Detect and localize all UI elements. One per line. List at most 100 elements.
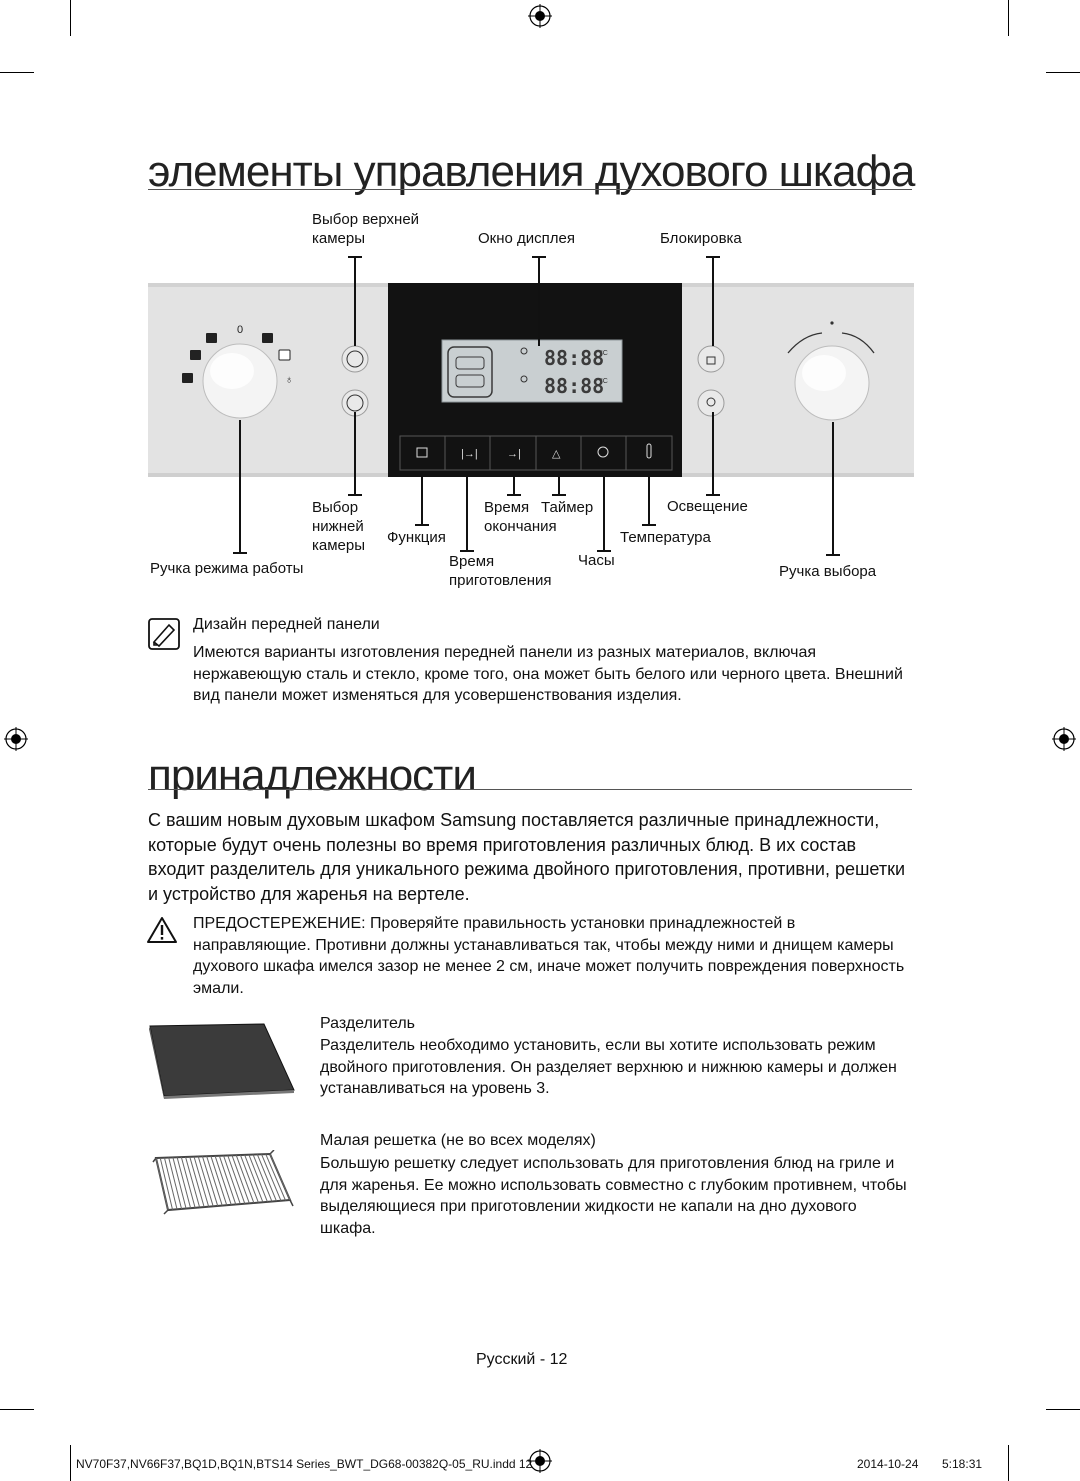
callout-light: [712, 412, 714, 496]
label-upper-chamber: Выбор верхней камеры: [312, 210, 419, 248]
registration-mark: [528, 4, 552, 28]
temp-unit-top: °C: [600, 349, 608, 357]
callout-temperature: [648, 476, 650, 526]
callout-function: [421, 476, 423, 526]
item-rack-text: Большую решетку следует использовать для…: [320, 1155, 907, 1237]
rack-bar: [163, 1157, 178, 1210]
rack-bar: [206, 1156, 223, 1206]
warning-block: ПРЕДОСТЕРЕЖЕНИЕ: Проверяйте правильность…: [193, 913, 913, 999]
rack-bar: [185, 1156, 201, 1208]
item-rack-heading: Малая решетка (не во всех моделях): [320, 1131, 596, 1150]
callout-select-knob: [832, 422, 834, 556]
svg-text:→|: →|: [507, 448, 521, 460]
label-lock: Блокировка: [660, 230, 742, 247]
callout-cooking-time: [466, 476, 468, 552]
rack-bar: [252, 1154, 273, 1202]
rack-bar: [155, 1157, 169, 1211]
callout-tick: [532, 256, 546, 258]
rack-bar: [172, 1157, 187, 1209]
callout-timer: [558, 476, 560, 496]
note-pen-icon: [148, 618, 180, 650]
label-cooking-time: Время приготовления: [449, 552, 552, 590]
callout-upper-chamber: [354, 256, 356, 346]
callout-lock: [712, 256, 714, 346]
footer-time: 5:18:31: [942, 1457, 983, 1471]
label-temperature: Температура: [620, 529, 711, 546]
crop-mark: [1046, 1409, 1080, 1410]
svg-text:|→|: |→|: [461, 448, 478, 460]
display-digits-top: 88:88: [544, 346, 604, 370]
label-lower-chamber: Выбор нижней камеры: [312, 498, 365, 555]
rack-bar: [239, 1154, 259, 1203]
item-rack-name: Малая решетка: [320, 1132, 437, 1149]
page-number: Русский - 12: [476, 1351, 568, 1368]
rack-bar: [193, 1156, 210, 1207]
callout-tick: [826, 554, 840, 556]
label-line: приготовления: [449, 572, 552, 589]
rack-bar: [197, 1156, 214, 1207]
label-line: камеры: [312, 537, 366, 554]
label-line: окончания: [484, 518, 557, 535]
section-title-accessories: принадлежности: [148, 751, 477, 800]
label-line: камеры: [312, 230, 366, 247]
callout-tick: [642, 524, 656, 526]
note-text: Имеются варианты изготовления передней п…: [193, 644, 903, 704]
callout-tick: [552, 494, 566, 496]
callout-tick: [507, 494, 521, 496]
rack-bar: [256, 1154, 277, 1202]
callout-tick: [348, 494, 362, 496]
title-underline: [148, 789, 912, 790]
label-line: Время: [484, 499, 530, 516]
rack-bar: [244, 1154, 264, 1203]
rack-bar: [201, 1156, 219, 1207]
label-end-time: Время окончания: [484, 498, 557, 536]
callout-tick: [597, 550, 611, 552]
label-line: Выбор верхней: [312, 211, 420, 228]
note-title: Дизайн передней панели: [193, 616, 380, 633]
registration-mark: [1052, 727, 1076, 751]
label-line: нижней: [312, 518, 364, 535]
callout-tick: [460, 550, 474, 552]
callout-display: [538, 256, 540, 346]
callout-tick: [706, 256, 720, 258]
registration-mark: [4, 727, 28, 751]
warning-text: Проверяйте правильность установки принад…: [193, 915, 905, 997]
label-select-knob: Ручка выбора: [779, 563, 877, 580]
callout-tick: [415, 524, 429, 526]
rack-image: [152, 1150, 294, 1215]
label-function: Функция: [387, 529, 446, 546]
item-divider-text: Разделитель необходимо установить, если …: [320, 1037, 897, 1097]
crop-mark: [1008, 1445, 1009, 1481]
crop-mark: [0, 72, 34, 73]
svg-text:△: △: [552, 448, 561, 460]
crop-mark: [70, 1445, 71, 1481]
display-digits-bottom: 88:88: [544, 374, 604, 398]
rack-bar: [265, 1153, 286, 1201]
rack-bar: [180, 1156, 196, 1208]
callout-end-time: [513, 476, 515, 496]
rack-bar: [227, 1155, 246, 1204]
warning-label: ПРЕДОСТЕРЕЖЕНИЕ:: [193, 915, 366, 932]
footer-date: 2014-10-24: [857, 1457, 919, 1471]
callout-tick: [348, 256, 362, 258]
crop-mark: [1008, 0, 1009, 36]
warning-triangle-icon: [147, 917, 177, 943]
rack-bar: [189, 1156, 205, 1208]
callout-clock: [603, 476, 605, 552]
label-timer: Таймер: [541, 499, 594, 516]
registration-mark: [528, 1449, 552, 1473]
label-mode-knob: Ручка режима работы: [150, 560, 304, 577]
section-title-controls: элементы управления духового шкафа: [148, 147, 915, 196]
rack-bar: [269, 1153, 291, 1201]
footer-file-name: NV70F37,NV66F37,BQ1D,BQ1N,BTS14 Series_B…: [76, 1457, 533, 1471]
label-line: Выбор: [312, 499, 359, 516]
callout-lower-chamber: [354, 412, 356, 496]
svg-text:♁: ♁: [285, 374, 293, 386]
rack-bar: [248, 1154, 268, 1203]
callout-mode-knob: [239, 420, 241, 554]
knob-zero: 0: [237, 324, 243, 336]
title-underline: [148, 189, 912, 190]
crop-mark: [70, 0, 71, 36]
crop-mark: [0, 1409, 34, 1410]
rack-bar: [210, 1155, 228, 1206]
